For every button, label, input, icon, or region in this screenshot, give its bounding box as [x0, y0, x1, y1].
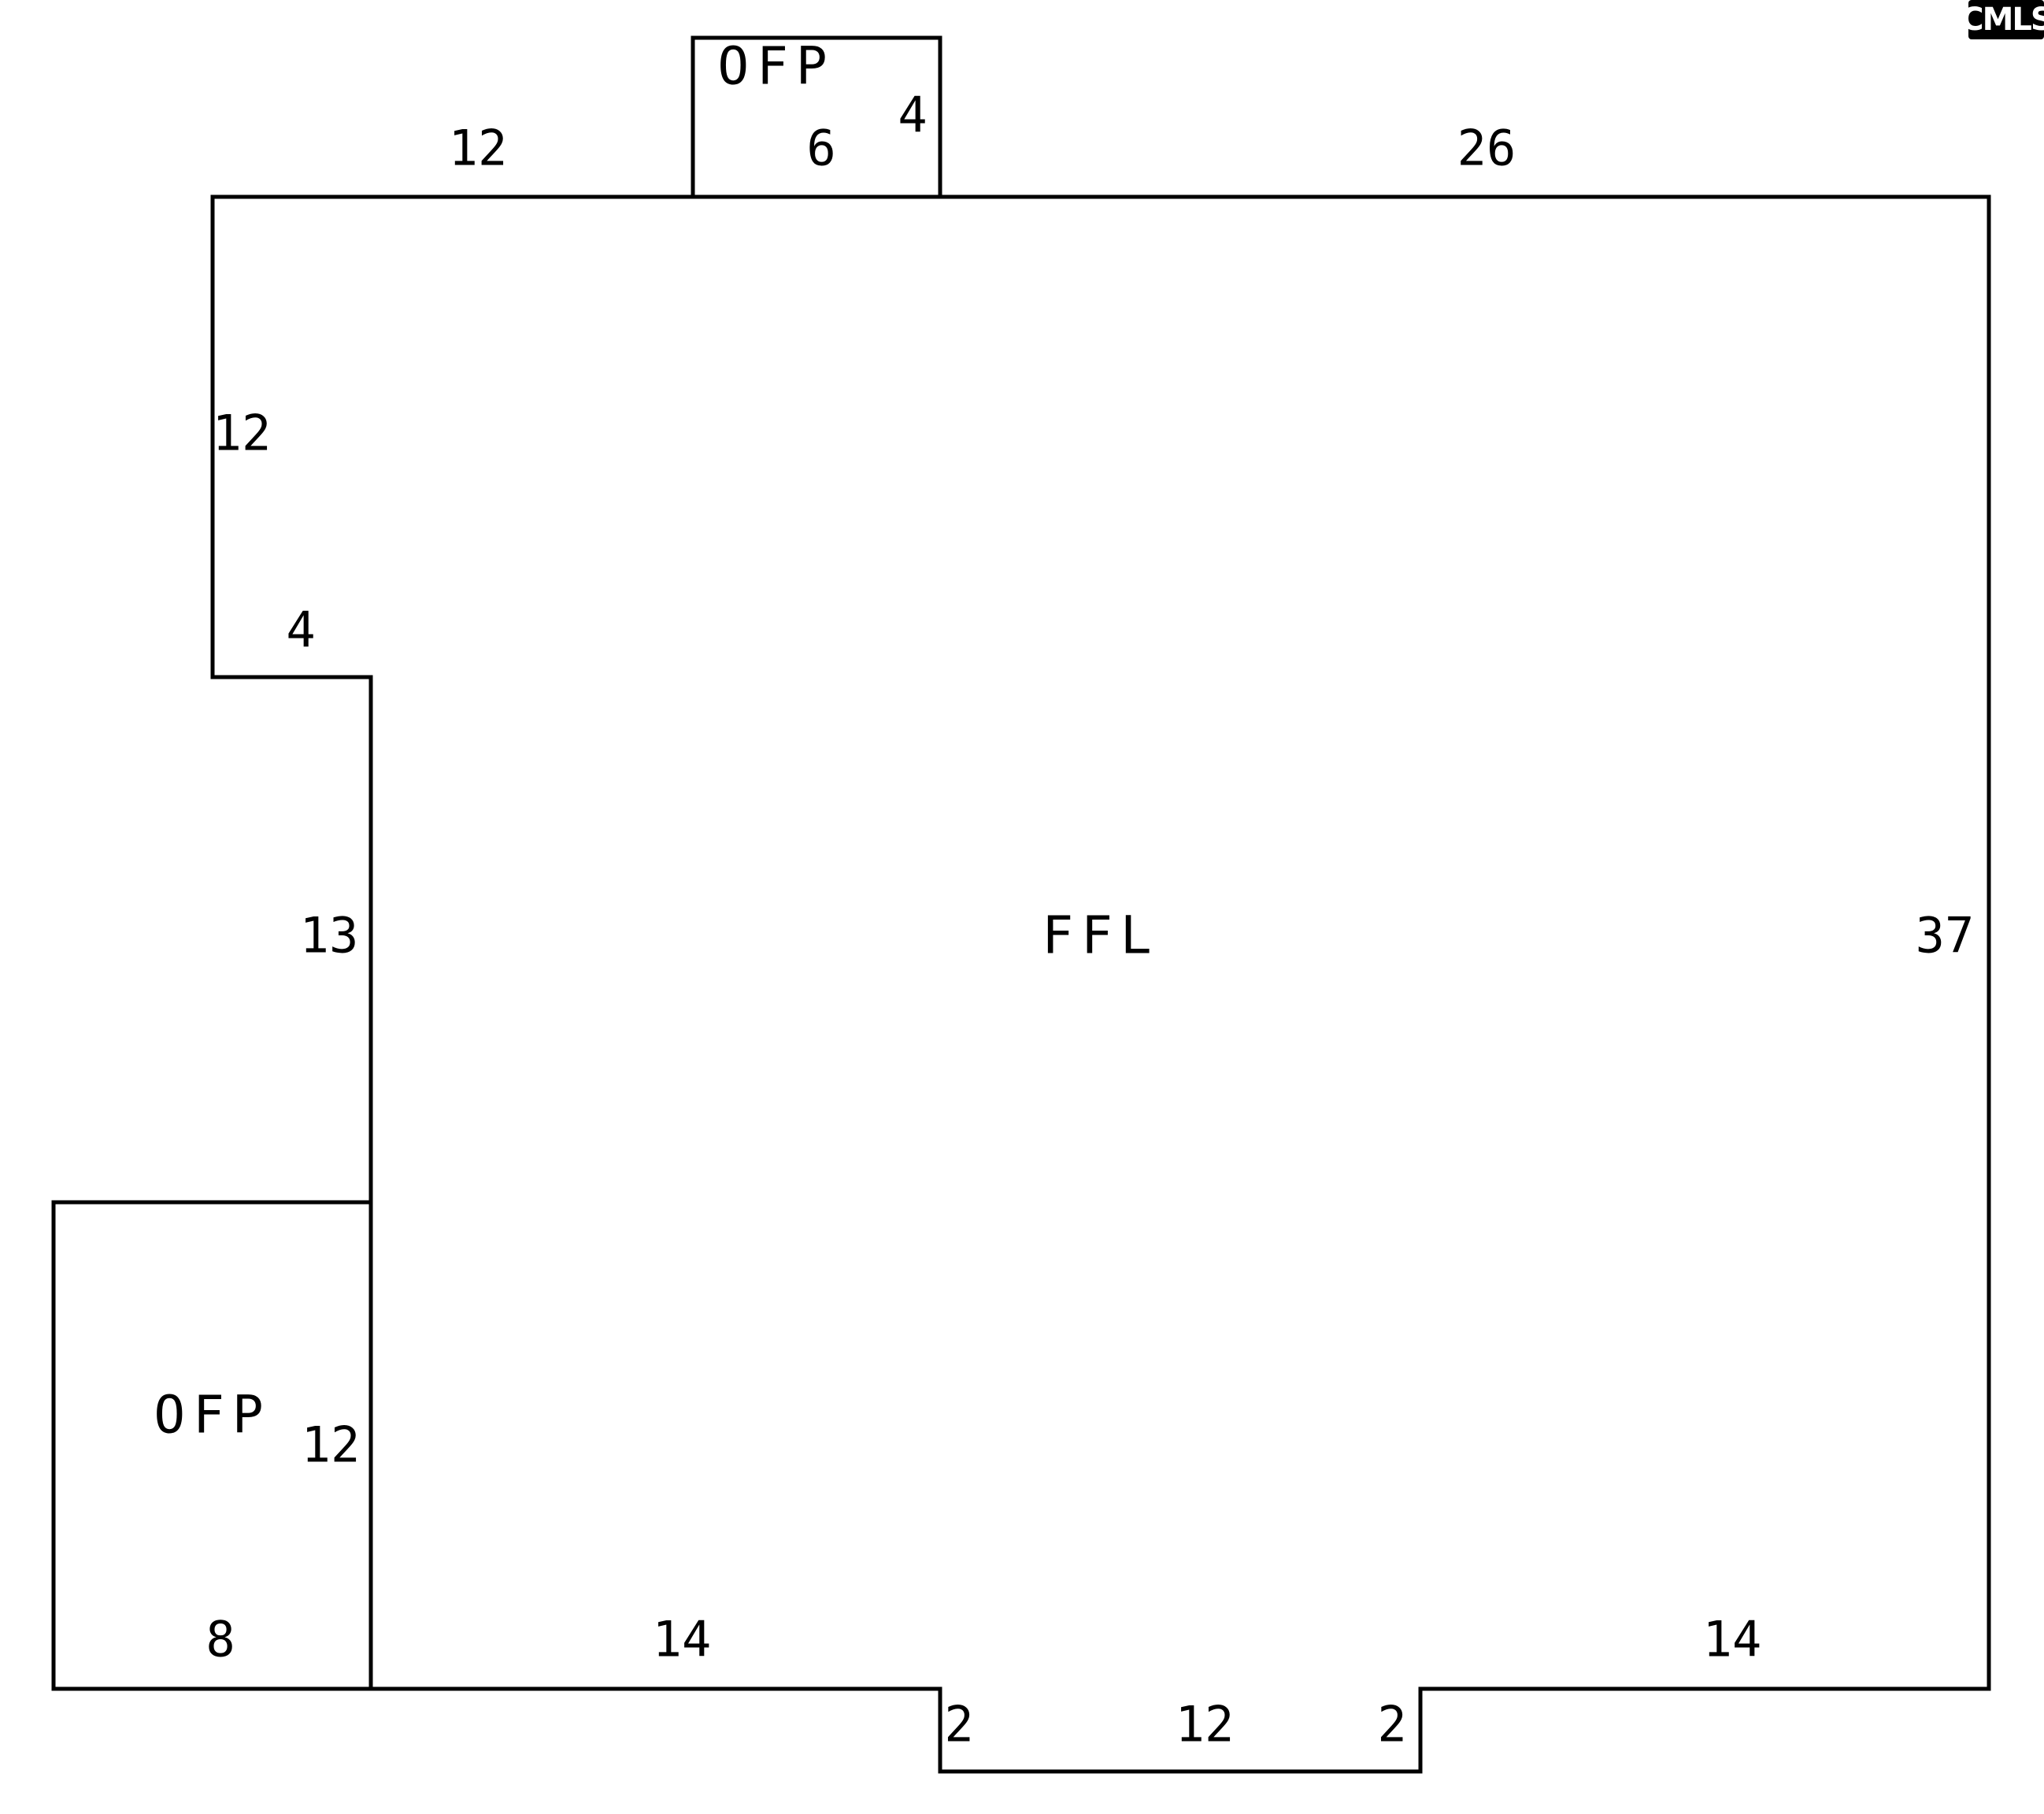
dimension-bottom-jog-right: 2: [1377, 1696, 1406, 1753]
dimension-left-upper: 12: [213, 405, 272, 462]
cmls-logo-text: CMLS: [1961, 2, 2044, 38]
dimension-right: 37: [1916, 907, 1975, 964]
cmls-logo: CMLS: [1961, 0, 2044, 39]
dimension-left-porch-depth: 12: [302, 1416, 361, 1474]
dimension-top-porch-depth: 4: [898, 87, 927, 144]
dimension-left-middle: 13: [300, 907, 359, 964]
dimension-left-step: 4: [286, 602, 315, 659]
dimension-bottom-jog-left: 2: [944, 1696, 973, 1753]
dimension-top-porch-width: 6: [806, 120, 835, 177]
dimension-left-porch-width: 8: [206, 1611, 235, 1668]
top-porch-outline: [691, 35, 942, 199]
main-area-outline: [210, 194, 1991, 1774]
top-porch-label: OFP: [717, 36, 835, 97]
left-porch-outline: [51, 1200, 373, 1691]
dimension-bottom-jog-width: 12: [1176, 1696, 1235, 1753]
dimension-top-left: 12: [449, 120, 508, 177]
main-area-label: FFL: [1042, 905, 1159, 966]
left-porch-label: OFP: [154, 1385, 271, 1446]
dimension-top-right: 26: [1457, 120, 1516, 177]
dimension-bottom-left: 14: [653, 1611, 712, 1668]
dimension-bottom-right: 14: [1703, 1611, 1762, 1668]
